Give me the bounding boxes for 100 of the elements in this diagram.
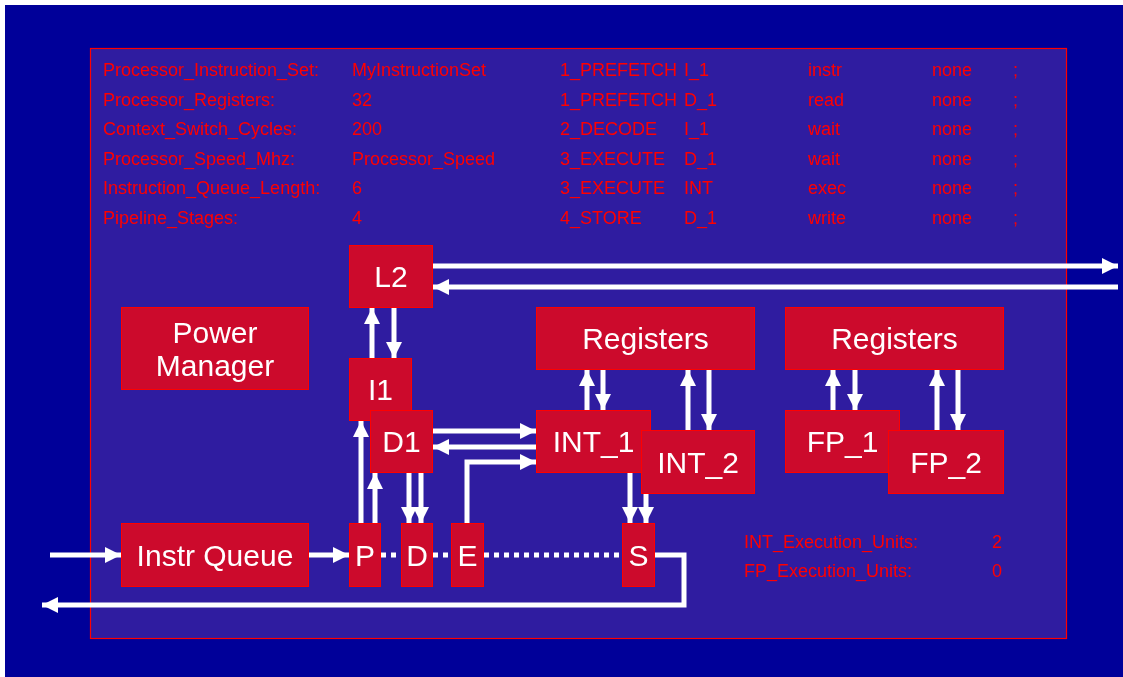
arrow — [367, 473, 383, 523]
box-label: L2 — [374, 260, 408, 293]
process-box — [121, 307, 309, 390]
arrow — [364, 308, 380, 358]
arrow — [579, 370, 595, 410]
parameter-text: instr — [808, 60, 842, 80]
box-label: D — [406, 538, 428, 572]
parameter-text: I_1 — [684, 60, 710, 80]
process-box — [641, 430, 755, 494]
parameter-text: Instruction_Queue_Length: — [103, 178, 321, 199]
parameter-text: D_1 — [684, 148, 718, 169]
process-box — [451, 523, 484, 587]
process-box — [785, 410, 900, 473]
parameter-text: none — [932, 148, 973, 169]
arrow — [464, 454, 536, 523]
parameter-text: ; — [1013, 208, 1018, 228]
parameter-text: wait — [808, 148, 840, 169]
parameter-text: ; — [1013, 178, 1018, 199]
parameter-text: 4 — [352, 208, 362, 228]
box-label: E — [457, 538, 478, 572]
box-label: S — [628, 538, 649, 572]
process-box — [536, 307, 755, 370]
parameter-text: exec — [808, 178, 847, 199]
box-label: Instr Queue — [136, 538, 294, 572]
parameter-text: INT_Execution_Units: — [744, 532, 919, 552]
parameter-text: ; — [1013, 119, 1018, 140]
parameter-text: wait — [808, 119, 840, 140]
dotted-connector — [484, 552, 622, 558]
arrow — [680, 370, 696, 430]
parameter-text: MyInstructionSet — [352, 60, 487, 80]
parameter-text: 3_EXECUTE — [560, 178, 666, 199]
parameter-text: Processor_Speed_Mhz: — [103, 148, 296, 169]
arrow — [638, 494, 654, 523]
parameter-text: Processor_Registers: — [103, 89, 276, 110]
box-label: P — [355, 538, 375, 572]
process-box — [349, 245, 433, 308]
parameter-text: 1_PREFETCH — [560, 60, 678, 80]
parameter-text: 32 — [352, 89, 373, 110]
parameter-text: Processor_Speed — [352, 148, 496, 169]
arrow — [42, 552, 687, 613]
parameter-text: 1_PREFETCH — [560, 89, 678, 110]
process-box — [370, 410, 433, 473]
parameter-text: 2 — [992, 532, 1002, 552]
parameter-text: I_1 — [684, 119, 710, 140]
parameter-text: none — [932, 178, 973, 199]
dotted-connector — [433, 552, 451, 558]
process-box — [121, 523, 309, 587]
arrow — [622, 473, 638, 523]
arrow — [433, 439, 536, 455]
box-label: I1 — [368, 373, 393, 406]
arrow — [401, 473, 417, 523]
parameter-text: Processor_Instruction_Set: — [103, 60, 320, 80]
parameter-text: 3_EXECUTE — [560, 148, 666, 169]
parameter-text: 2_DECODE — [560, 119, 658, 140]
arrow — [701, 370, 717, 430]
process-box — [785, 307, 1004, 370]
parameter-text: INT — [684, 178, 713, 199]
arrow — [433, 423, 536, 439]
process-box — [622, 523, 655, 587]
arrow — [50, 547, 121, 563]
box-label: INT_1 — [552, 425, 635, 458]
parameter-text: FP_Execution_Units: — [744, 561, 913, 581]
arrow — [413, 473, 429, 523]
parameter-text: none — [932, 208, 973, 228]
parameter-text: ; — [1013, 60, 1018, 80]
process-box — [888, 430, 1004, 494]
parameter-text: ; — [1013, 148, 1018, 169]
arrow — [847, 370, 863, 410]
arrow — [950, 370, 966, 430]
arrow — [433, 279, 1118, 295]
process-box — [349, 523, 381, 587]
arrow — [433, 258, 1118, 274]
parameter-text: 0 — [992, 561, 1002, 581]
arrow — [825, 370, 841, 410]
box-label: Power Manager — [154, 315, 276, 382]
arrow — [595, 370, 611, 410]
parameter-text: 4_STORE — [560, 208, 642, 228]
parameter-text: read — [808, 89, 845, 110]
process-box — [536, 410, 651, 473]
arrow — [386, 308, 402, 358]
parameter-text: none — [932, 60, 973, 80]
box-label: Registers — [831, 322, 958, 355]
parameter-text: none — [932, 89, 973, 110]
parameter-text: Context_Switch_Cycles: — [103, 119, 298, 140]
parameter-text: 200 — [352, 119, 383, 140]
parameter-text: D_1 — [684, 89, 718, 110]
box-label: Registers — [582, 322, 709, 355]
box-label: INT_2 — [657, 445, 739, 479]
parameter-text: D_1 — [684, 208, 718, 228]
parameter-text: ; — [1013, 89, 1018, 110]
parameter-text: Pipeline_Stages: — [103, 208, 239, 228]
box-label: FP_1 — [806, 425, 879, 458]
box-label: FP_2 — [910, 445, 982, 479]
parameter-text: write — [808, 208, 846, 228]
arrow — [353, 421, 369, 523]
box-label: D1 — [382, 425, 421, 458]
process-box — [401, 523, 433, 587]
parameter-text: 6 — [352, 178, 362, 199]
arrow — [929, 370, 945, 430]
parameter-text: none — [932, 119, 973, 140]
